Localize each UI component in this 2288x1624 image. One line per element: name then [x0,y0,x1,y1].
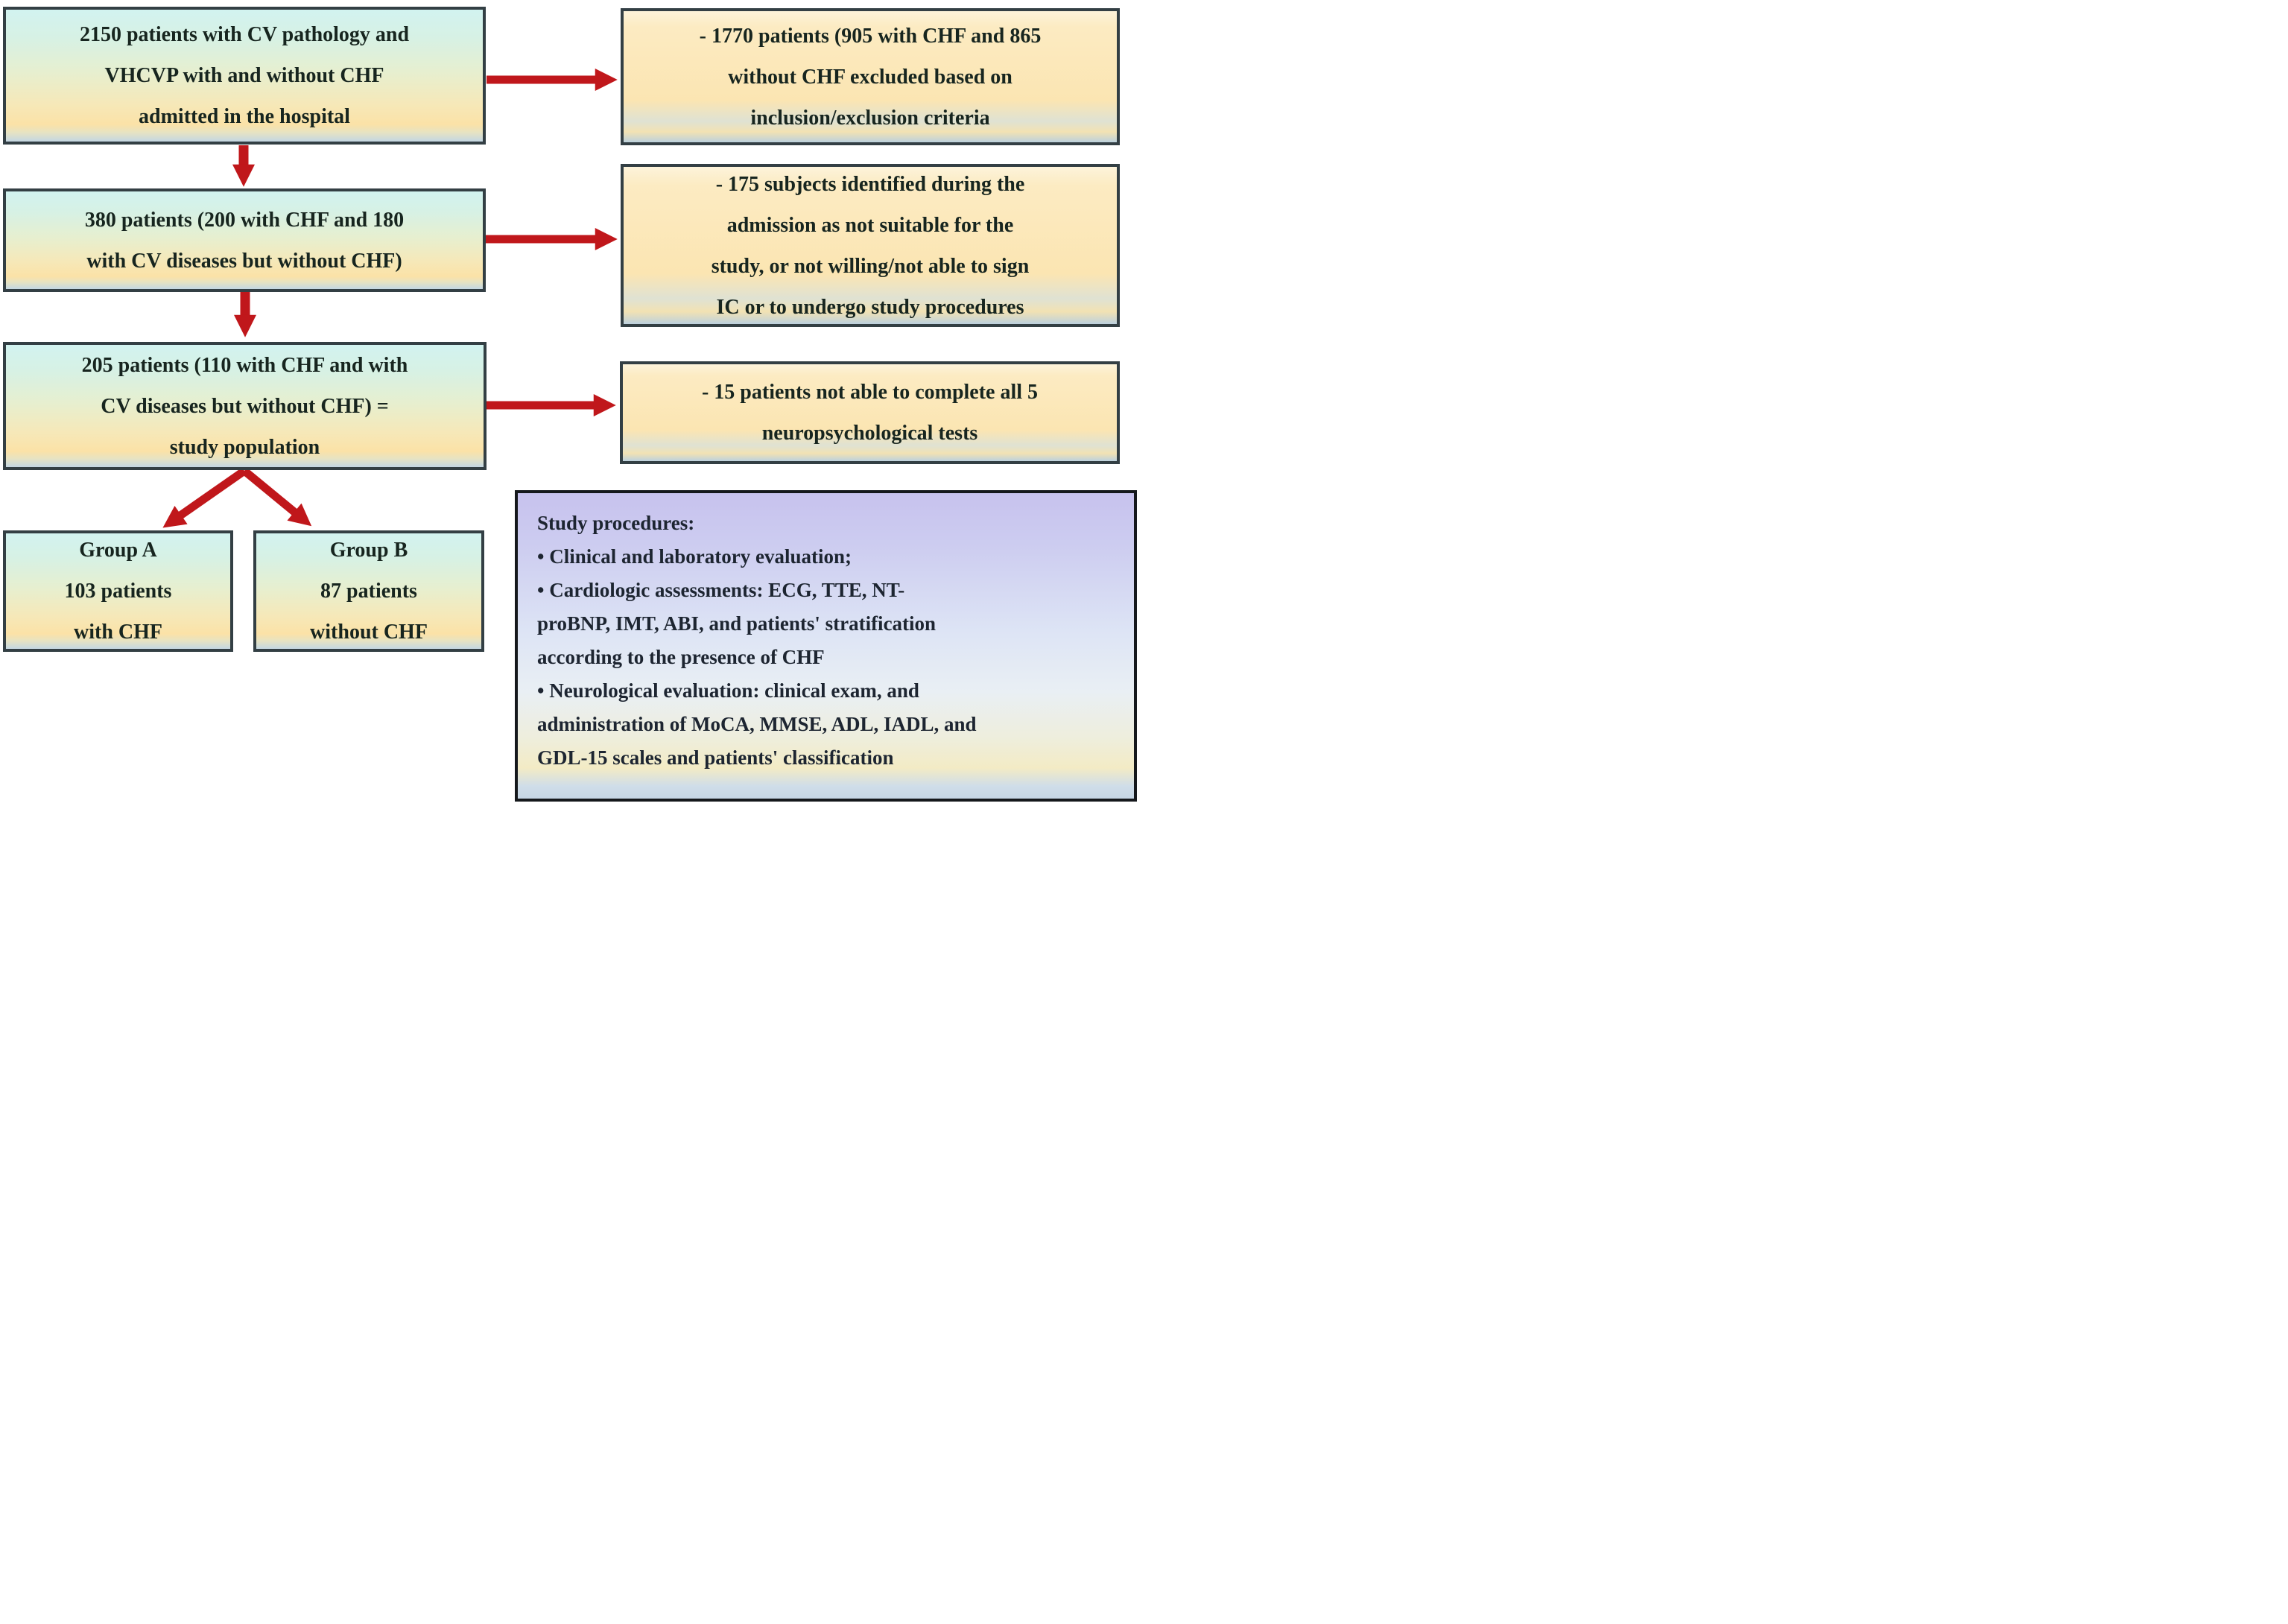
box-text-line: IC or to undergo study procedures [716,295,1024,319]
box-text-line: Group A [79,539,157,562]
box-text-line: administration of MoCA, MMSE, ADL, IADL,… [537,713,977,735]
box-text-line: - 15 patients not able to complete all 5 [701,381,1039,404]
box-text-line: Group B [329,539,408,562]
box-initial-cohort: 2150 patients with CV pathology and VHCV… [3,7,486,145]
box-excluded-inclusion-criteria: - 1770 patients (905 with CHF and 865 wi… [621,8,1120,145]
box-text-line: admission as not suitable for the [726,213,1014,237]
box-text-line: 103 patients [64,580,172,603]
study-procedures-title: Study procedures: [537,512,695,534]
box-text-line: VHCVP with and without CHF [104,64,384,87]
box-text-line: with CV diseases but without CHF) [86,249,402,273]
box-excluded-incomplete-tests: - 15 patients not able to complete all 5… [620,361,1120,464]
arrow-studypop-to-groupB [241,467,312,527]
box-text-line: • Neurological evaluation: clinical exam… [537,679,919,702]
box-text-line: with CHF [74,621,162,644]
box-text-line: • Clinical and laboratory evaluation; [537,545,852,568]
box-text-line: study population [169,435,320,459]
box-text-line: without CHF [310,621,428,644]
box-text-line: • Cardiologic assessments: ECG, TTE, NT- [537,579,905,601]
box-text-line: 205 patients (110 with CHF and with [81,353,408,377]
box-text-line: study, or not willing/not able to sign [711,254,1030,278]
flow-diagram-canvas: 2150 patients with CV pathology and VHCV… [0,0,1144,812]
box-excluded-not-suitable: - 175 subjects identified during the adm… [621,164,1120,327]
box-text-line: GDL-15 scales and patients' classificati… [537,746,894,769]
box-text-line: CV diseases but without CHF) = [101,394,389,418]
box-text-line: 380 patients (200 with CHF and 180 [84,208,405,232]
box-text-line: proBNP, IMT, ABI, and patients' stratifi… [537,612,937,635]
box-group-b: Group B 87 patients without CHF [253,530,484,652]
box-enrolled-380: 380 patients (200 with CHF and 180 with … [3,188,486,292]
box-text-line: - 1770 patients (905 with CHF and 865 [699,24,1042,48]
box-text-line: 2150 patients with CV pathology and [79,23,410,46]
box-text-line: - 175 subjects identified during the [715,172,1025,196]
box-text-line: neuropsychological tests [761,422,978,445]
box-study-procedures: Study procedures: • Clinical and laborat… [515,490,1137,802]
box-text-line: without CHF excluded based on [728,65,1013,89]
box-text-line: according to the presence of CHF [537,646,825,668]
box-text-line: inclusion/exclusion criteria [750,106,990,130]
box-text-line: 87 patients [320,580,417,603]
box-group-a: Group A 103 patients with CHF [3,530,233,652]
box-text-line: admitted in the hospital [139,105,350,128]
box-study-population: 205 patients (110 with CHF and with CV d… [3,342,487,470]
arrow-studypop-to-groupA [162,467,247,528]
